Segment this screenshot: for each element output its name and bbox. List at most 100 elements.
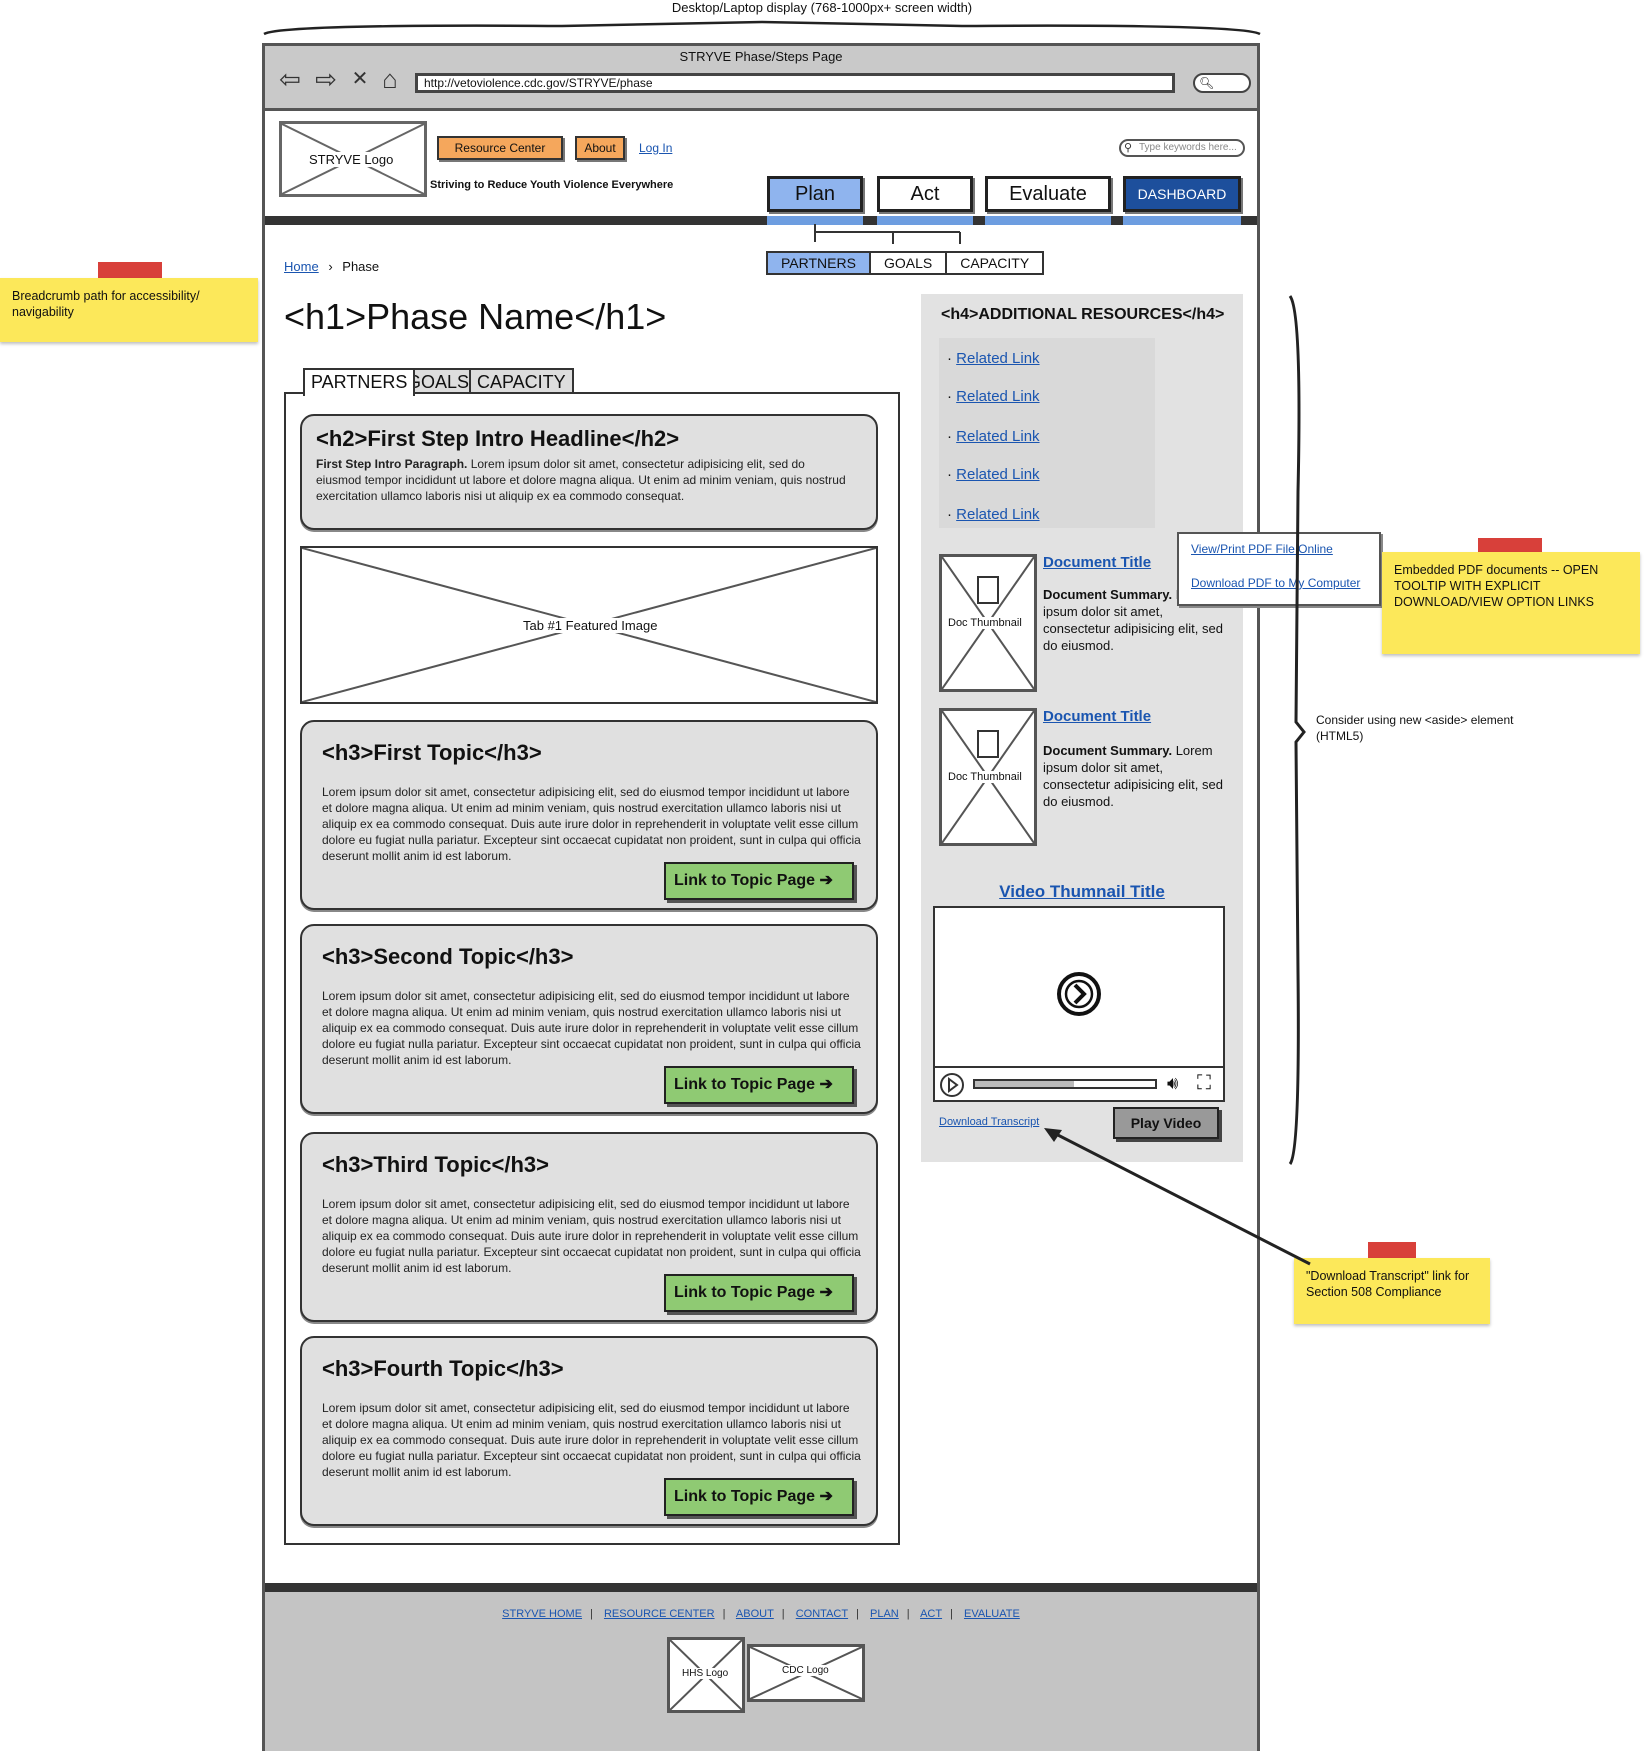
document-title-link[interactable]: Document Title	[1043, 708, 1152, 725]
note-breadcrumb: Breadcrumb path for accessibility/ navig…	[0, 278, 258, 342]
pdf-tooltip: View/Print PDF File Online Download PDF …	[1177, 532, 1381, 606]
related-link[interactable]: Related Link	[956, 350, 1040, 367]
note-tape	[1368, 1242, 1416, 1262]
document-summary: Document Summary. Lorem ipsum dolor sit …	[1043, 586, 1223, 654]
nav-indicator-act	[877, 216, 973, 225]
featured-image-label: Tab #1 Featured Image	[520, 618, 661, 633]
topic-link-button[interactable]: Link to Topic Page ➔	[664, 1274, 854, 1312]
nav-act[interactable]: Act	[877, 176, 973, 212]
search-placeholder: Type keywords here...	[1139, 142, 1237, 153]
browser-window: STRYVE Phase/Steps Page ⇦ ⇨ ✕ ⌂ http://v…	[262, 43, 1381, 1751]
browser-search-field[interactable]: 🔍︎	[1193, 73, 1251, 93]
document-summary-lead: Document Summary.	[1043, 743, 1173, 758]
play-circle-icon[interactable]	[1055, 970, 1103, 1018]
footer-link-plan[interactable]: PLAN	[870, 1608, 899, 1620]
breadcrumb: Home › Phase	[284, 259, 379, 274]
tab-capacity[interactable]: CAPACITY	[469, 368, 574, 394]
page-title: <h1>Phase Name</h1>	[284, 296, 667, 337]
play-icon[interactable]	[939, 1072, 965, 1098]
nav-indicator-evaluate	[985, 216, 1111, 225]
video-progress-fill	[975, 1081, 1074, 1087]
topic-link-label: Link to Topic Page	[674, 872, 816, 889]
footer-link-resource-center[interactable]: RESOURCE CENTER	[603, 1608, 715, 1620]
intro-paragraph: First Step Intro Paragraph. Lorem ipsum …	[316, 456, 846, 504]
tagline: Striving to Reduce Youth Violence Everyw…	[430, 179, 674, 191]
intro-lead: First Step Intro Paragraph.	[316, 457, 468, 471]
footer-link-about[interactable]: ABOUT	[735, 1608, 774, 1620]
breadcrumb-home-link[interactable]: Home	[284, 259, 319, 274]
arrow-right-icon: ➔	[819, 1076, 833, 1093]
sub-navigation: PARTNERS GOALS CAPACITY	[766, 251, 1045, 275]
tab-panel: <h2>First Step Intro Headline</h2> First…	[284, 392, 900, 1545]
list-item: · Related Link	[947, 388, 1040, 405]
annotation-arrow	[1044, 1128, 1311, 1266]
window-title: STRYVE Phase/Steps Page	[679, 49, 843, 64]
footer-link-evaluate[interactable]: EVALUATE	[963, 1608, 1020, 1620]
video-controls: 🔊︎ ⛶	[935, 1066, 1223, 1100]
related-link[interactable]: Related Link	[956, 466, 1040, 483]
intro-headline: <h2>First Step Intro Headline</h2>	[316, 426, 680, 451]
related-link[interactable]: Related Link	[956, 428, 1040, 445]
doc-thumbnail-label: Doc Thumbnail	[946, 617, 1024, 629]
resource-center-button[interactable]: Resource Center	[437, 136, 563, 160]
home-icon[interactable]: ⌂	[382, 64, 398, 94]
search-icon: 🔍︎	[1199, 76, 1215, 90]
intro-card: <h2>First Step Intro Headline</h2> First…	[300, 414, 878, 530]
stryve-logo[interactable]: STRYVE Logo	[279, 121, 427, 197]
arrow-right-icon: ➔	[819, 872, 833, 889]
video-player[interactable]: 🔊︎ ⛶	[933, 906, 1225, 1102]
topic-title: <h3>Third Topic</h3>	[322, 1152, 549, 1177]
topic-card: <h3>First Topic</h3> Lorem ipsum dolor s…	[300, 720, 878, 910]
topic-text: Lorem ipsum dolor sit amet, consectetur …	[322, 989, 861, 1067]
display-brace	[263, 20, 1261, 36]
related-link[interactable]: Related Link	[956, 506, 1040, 523]
subnav-goals[interactable]: GOALS	[871, 253, 948, 273]
related-link[interactable]: Related Link	[956, 388, 1040, 405]
nav-evaluate[interactable]: Evaluate	[985, 176, 1111, 212]
doc-thumbnail[interactable]: Doc Thumbnail	[939, 554, 1037, 692]
topic-link-button[interactable]: Link to Topic Page ➔	[664, 1066, 854, 1104]
document-summary-text: Lorem ipsum dolor sit amet, consectetur …	[1043, 743, 1223, 809]
video-progress-bar[interactable]	[973, 1079, 1157, 1089]
topic-card: <h3>Fourth Topic</h3> Lorem ipsum dolor …	[300, 1336, 878, 1526]
document-summary: Document Summary. Lorem ipsum dolor sit …	[1043, 742, 1223, 810]
doc-thumbnail[interactable]: Doc Thumbnail	[939, 708, 1037, 846]
about-button[interactable]: About	[575, 136, 625, 160]
topic-title: <h3>Second Topic</h3>	[322, 944, 574, 969]
topic-link-button[interactable]: Link to Topic Page ➔	[664, 862, 854, 900]
related-links-list: · Related Link · Related Link · Related …	[939, 338, 1155, 528]
forward-icon[interactable]: ⇨	[315, 64, 337, 94]
nav-plan[interactable]: Plan	[767, 176, 863, 212]
site-search-input[interactable]: ⚲ Type keywords here...	[1119, 139, 1245, 157]
volume-icon[interactable]: 🔊︎	[1167, 1073, 1179, 1093]
document-title-link[interactable]: Document Title	[1043, 554, 1152, 571]
aside-heading: <h4>ADDITIONAL RESOURCES</h4>	[941, 306, 1225, 323]
topic-title: <h3>Fourth Topic</h3>	[322, 1356, 564, 1381]
footer-link-act[interactable]: ACT	[920, 1608, 943, 1620]
note-transcript: "Download Transcript" link for Section 5…	[1294, 1258, 1490, 1324]
footer-link-stryve-home[interactable]: STRYVE HOME	[502, 1608, 583, 1620]
tab-partners[interactable]: PARTNERS	[303, 368, 416, 396]
footer-link-contact[interactable]: CONTACT	[795, 1608, 849, 1620]
back-icon[interactable]: ⇦	[279, 64, 301, 94]
fullscreen-icon[interactable]: ⛶	[1197, 1072, 1211, 1094]
hhs-logo[interactable]: HHS Logo	[667, 1637, 745, 1713]
nav-dashboard[interactable]: DASHBOARD	[1123, 176, 1241, 212]
cdc-logo-label: CDC Logo	[780, 1665, 831, 1676]
topic-text: Lorem ipsum dolor sit amet, consectetur …	[322, 1197, 861, 1275]
subnav-partners[interactable]: PARTNERS	[768, 253, 871, 273]
cdc-logo[interactable]: CDC Logo	[747, 1644, 865, 1702]
tab-goals[interactable]: GOALS	[399, 368, 478, 394]
play-video-button[interactable]: Play Video	[1113, 1107, 1219, 1139]
topic-link-button[interactable]: Link to Topic Page ➔	[664, 1478, 854, 1516]
login-link[interactable]: Log In	[639, 141, 673, 155]
subnav-capacity[interactable]: CAPACITY	[960, 255, 1030, 271]
featured-image: Tab #1 Featured Image	[300, 546, 878, 704]
topic-link-label: Link to Topic Page	[674, 1488, 816, 1505]
download-transcript-link[interactable]: Download Transcript	[939, 1116, 1040, 1128]
stop-icon[interactable]: ✕	[351, 68, 369, 90]
download-pdf-link[interactable]: Download PDF to My Computer	[1191, 576, 1361, 590]
footer: STRYVE HOME| RESOURCE CENTER| ABOUT| CON…	[265, 1583, 1257, 1751]
video-title-link[interactable]: Video Thumnail Title	[999, 882, 1165, 901]
url-bar[interactable]: http://vetoviolence.cdc.gov/STRYVE/phase	[415, 73, 1175, 93]
